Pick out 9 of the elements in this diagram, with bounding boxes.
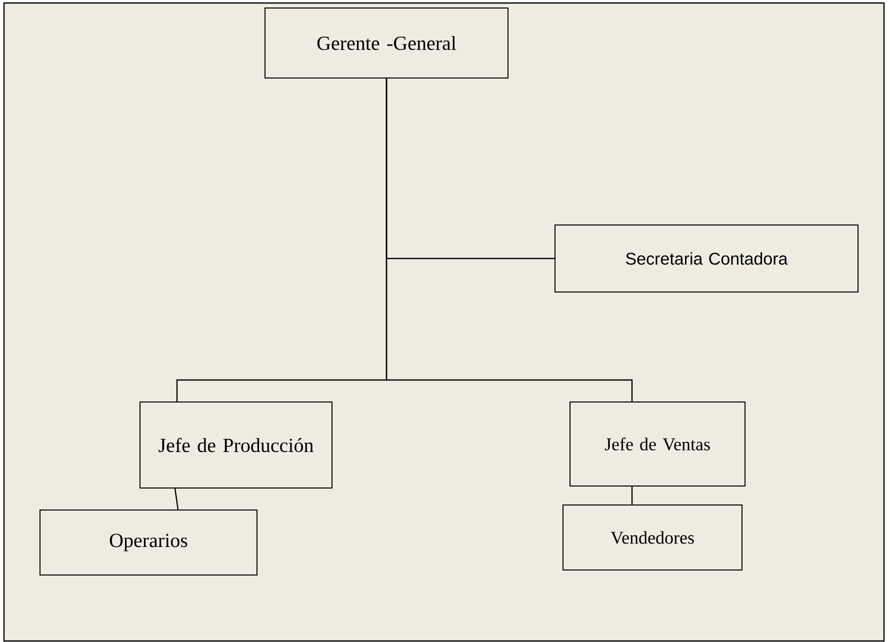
connector-line [631,486,633,504]
org-box: Vendedores [562,504,743,570]
org-box: Operarios [40,510,258,576]
org-box: Jefe de Ventas [570,402,746,486]
connector-line [174,488,179,510]
org-box: Gerente -General [264,8,508,78]
org-box: Secretaria Contadora [554,224,859,292]
connector-line [386,78,633,402]
org-box: Jefe de Producción [140,402,332,488]
